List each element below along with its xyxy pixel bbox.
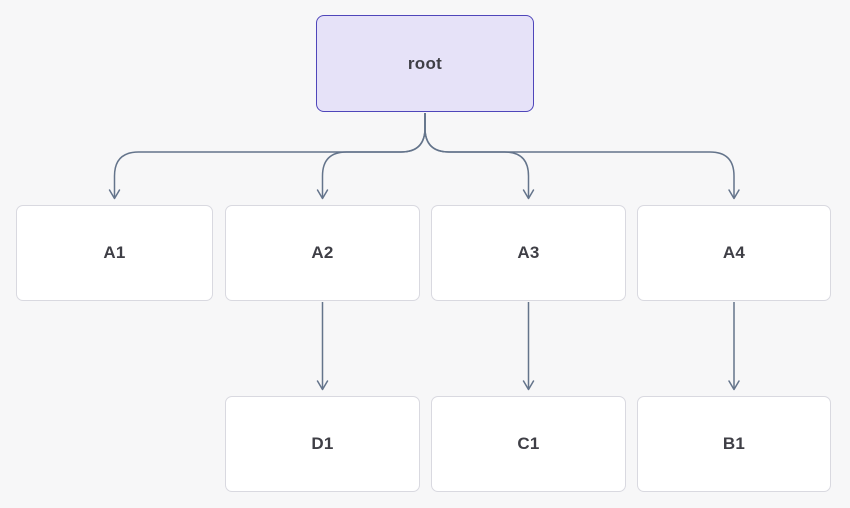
node-a4-label: A4	[722, 243, 746, 262]
node-d1-label: D1	[311, 434, 334, 453]
node-root-label: root	[407, 53, 443, 73]
node-c1-label: C1	[517, 434, 540, 453]
edge-root-a3	[424, 113, 530, 197]
arrowhead-a3	[522, 189, 535, 200]
arrowhead-a2	[316, 189, 329, 200]
edge-root-a4	[424, 113, 735, 197]
arrowhead-a1	[108, 189, 121, 200]
node-root[interactable]: root	[316, 15, 534, 112]
edge-root-a1	[113, 113, 426, 197]
node-a4[interactable]: A4	[637, 205, 831, 301]
node-d1[interactable]: D1	[225, 396, 420, 492]
node-a2[interactable]: A2	[225, 205, 420, 301]
node-a3[interactable]: A3	[431, 205, 626, 301]
arrowhead-b1	[728, 380, 740, 391]
node-a2-label: A2	[311, 243, 334, 262]
node-b1[interactable]: B1	[637, 396, 831, 492]
arrowhead-c1	[522, 380, 535, 391]
arrowhead-d1	[316, 380, 329, 391]
node-b1-label: B1	[722, 434, 746, 453]
node-c1[interactable]: C1	[431, 396, 626, 492]
node-a1[interactable]: A1	[16, 205, 213, 301]
node-a1-label: A1	[103, 243, 126, 262]
edge-root-a2	[321, 113, 426, 197]
node-a3-label: A3	[517, 243, 540, 262]
arrowhead-a4	[728, 189, 740, 200]
